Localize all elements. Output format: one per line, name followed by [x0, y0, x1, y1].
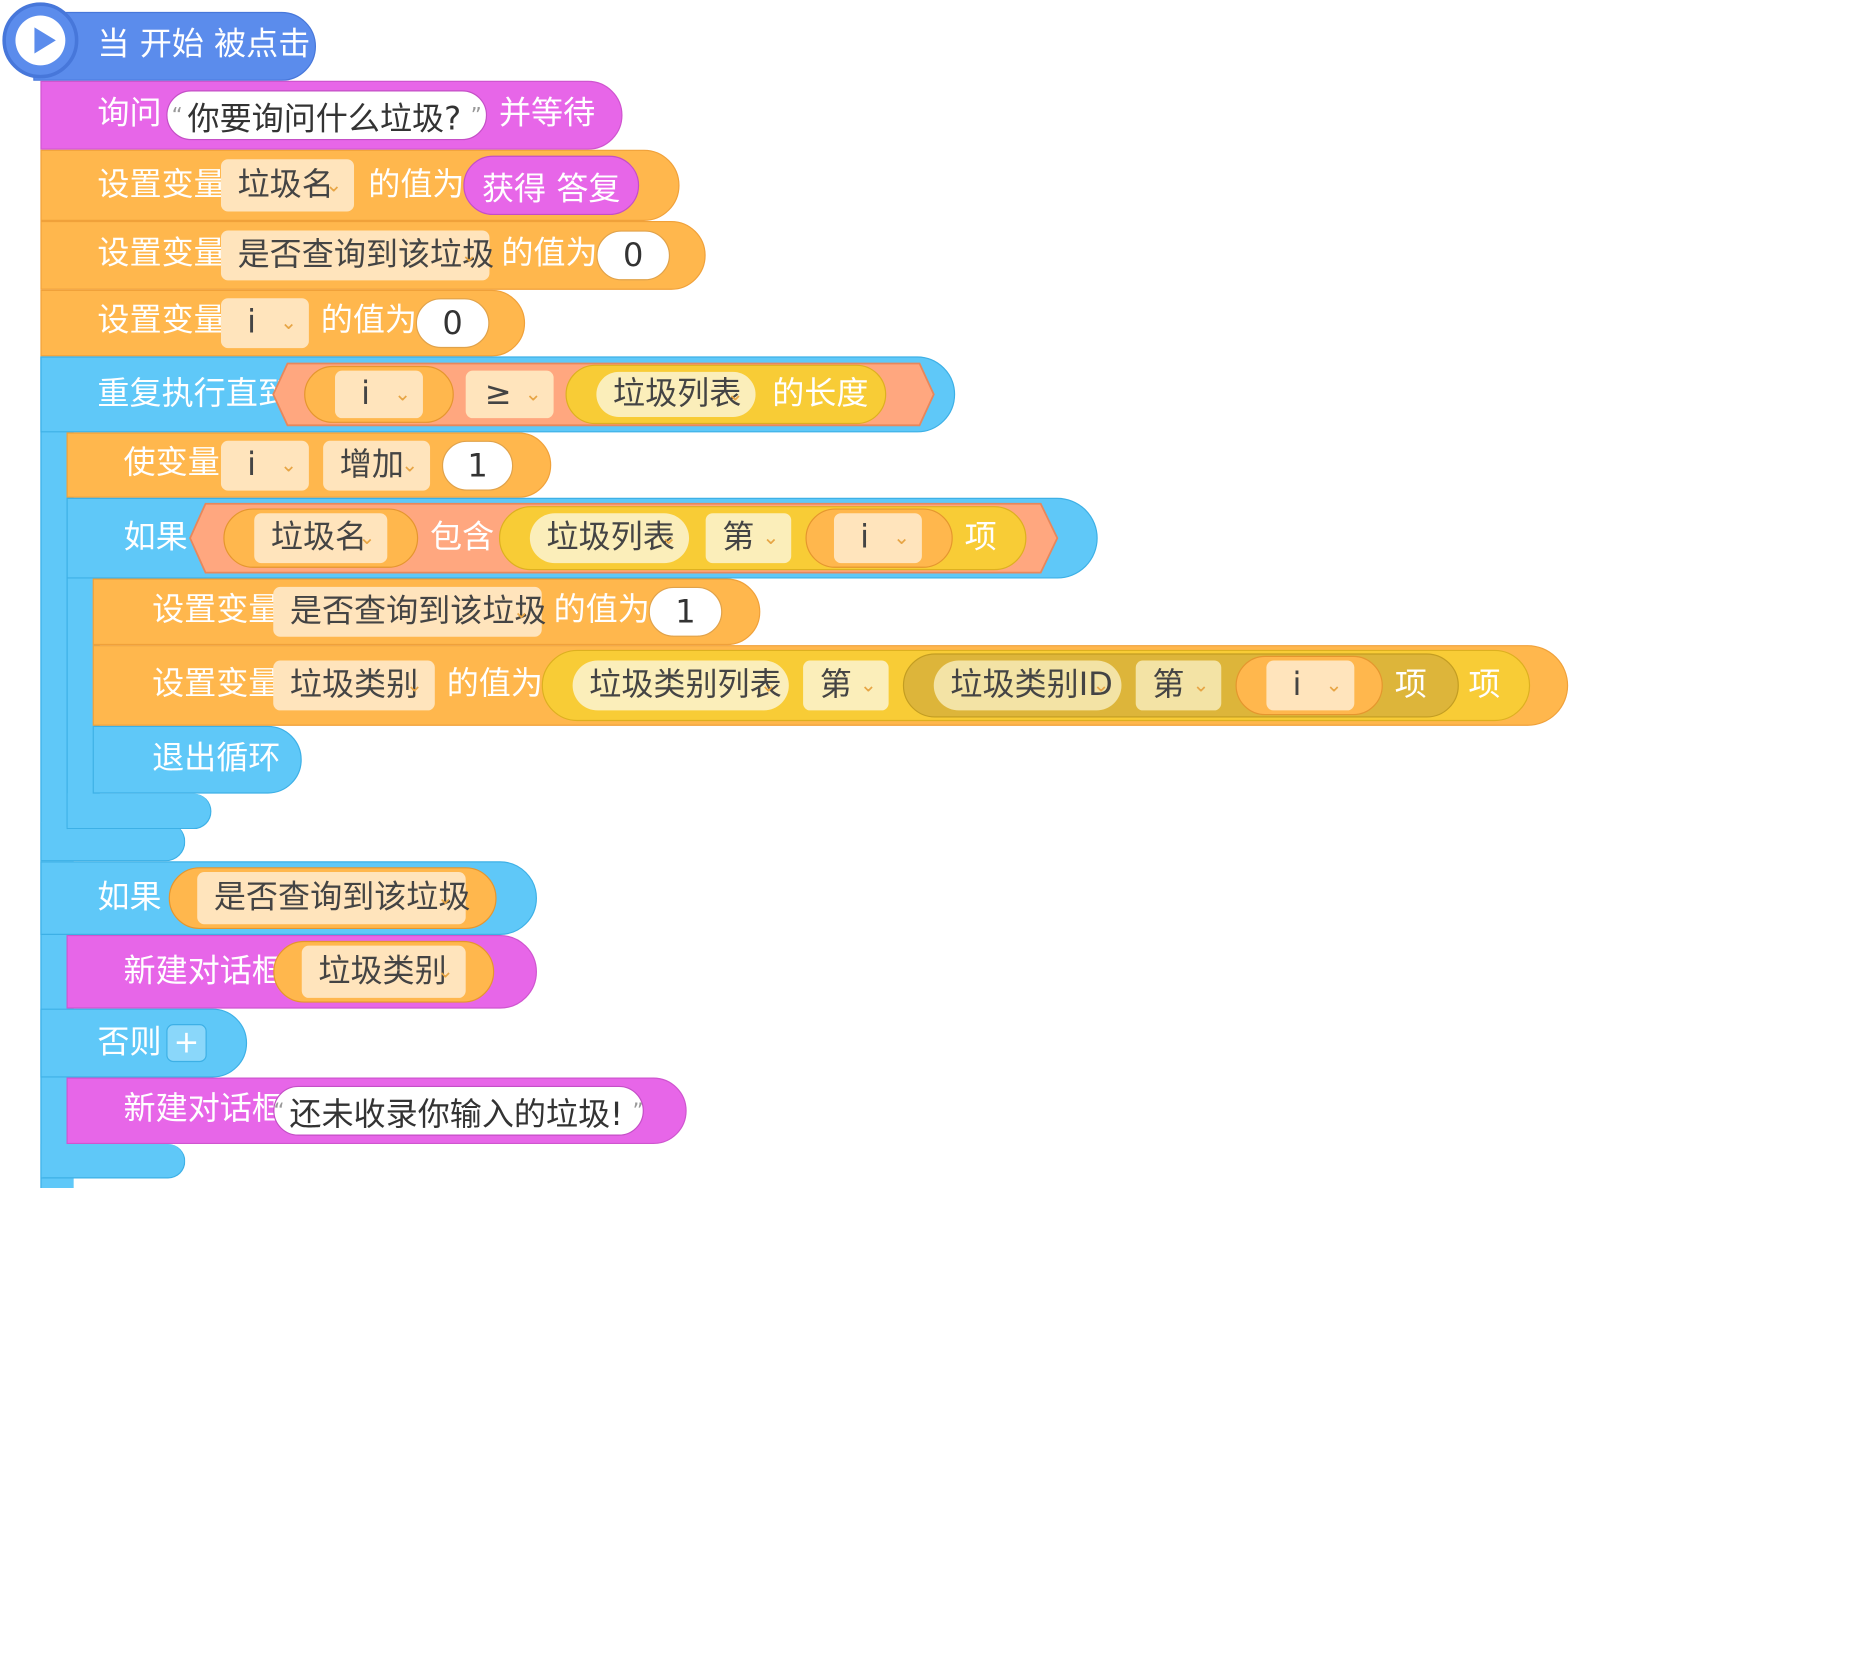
chevron-down-icon: ⌄ [762, 526, 780, 551]
nth-dropdown[interactable]: 第⌄ [1135, 660, 1222, 711]
set-label: 设置变量 [152, 591, 281, 629]
chevron-down-icon: ⌄ [512, 599, 530, 624]
chevron-down-icon: ⌄ [436, 886, 454, 911]
chevron-down-icon: ⌄ [401, 453, 419, 478]
dialog-label: 新建对话框 [123, 1090, 284, 1128]
set-label: 设置变量 [97, 235, 226, 273]
get-answer-reporter[interactable]: 获得 答复 [463, 155, 640, 216]
dialog-label: 新建对话框 [123, 952, 284, 990]
variable-dropdown[interactable]: 是否查询到该垃圾⌄ [220, 230, 494, 281]
nth-dropdown[interactable]: 第⌄ [705, 513, 792, 564]
value-input[interactable]: 1 [648, 586, 723, 637]
contains-label: 包含 [430, 519, 495, 556]
value-input[interactable]: 0 [596, 230, 671, 281]
chevron-down-icon: ⌄ [358, 526, 376, 551]
chevron-down-icon: ⌄ [1192, 673, 1210, 698]
add-else-button[interactable]: + [166, 1024, 207, 1063]
if2-footer [40, 1144, 186, 1179]
chevron-down-icon: ⌄ [1092, 673, 1110, 698]
chevron-down-icon: ⌄ [280, 453, 297, 478]
chevron-down-icon: ⌄ [325, 173, 343, 198]
value-label: 的值为 [320, 301, 417, 339]
else-label: 否则 [97, 1024, 162, 1061]
variable-dropdown[interactable]: i⌄ [220, 440, 309, 491]
dialog-text: 还未收录你输入的垃圾! [289, 1095, 624, 1133]
event-label: 当 开始 被点击 [97, 26, 311, 63]
dialog-text-input[interactable]: “还未收录你输入的垃圾!” [273, 1085, 644, 1136]
variable-dropdown[interactable]: 垃圾类别⌄ [273, 660, 435, 711]
if-label: 如果 [123, 519, 188, 556]
value-input[interactable]: 1 [441, 440, 514, 491]
list-dropdown[interactable]: 垃圾类别列表⌄ [572, 660, 789, 711]
variable-dropdown[interactable]: i⌄ [220, 298, 309, 349]
repeat-label: 重复执行直到 [97, 375, 290, 413]
set-label: 设置变量 [97, 301, 226, 339]
value-label: 的值为 [553, 591, 650, 629]
ask-suffix: 并等待 [498, 95, 596, 132]
play-icon[interactable] [2, 2, 79, 79]
chevron-down-icon: ⌄ [405, 673, 423, 698]
chevron-down-icon: ⌄ [436, 959, 454, 984]
operator-dropdown[interactable]: ≥⌄ [465, 370, 554, 419]
plus-icon: + [173, 1025, 200, 1061]
value-label: 的值为 [501, 235, 598, 273]
ask-label: 询问 [97, 95, 162, 132]
variable-dropdown[interactable]: i⌄ [833, 513, 922, 564]
change-label: 使变量 [123, 444, 220, 482]
question-input[interactable]: “你要询问什么垃圾?” [166, 90, 488, 141]
item-label-inner: 项 [1394, 666, 1427, 704]
if1-footer [66, 793, 212, 830]
variable-dropdown[interactable]: 垃圾名⌄ [220, 159, 355, 212]
value-label: 的值为 [446, 665, 543, 703]
operation-dropdown[interactable]: 增加⌄ [323, 440, 431, 491]
variable-dropdown[interactable]: 垃圾类别⌄ [301, 945, 466, 998]
break-label: 退出循环 [152, 740, 281, 777]
length-label: 的长度 [772, 375, 869, 413]
chevron-down-icon: ⌄ [660, 526, 678, 551]
chevron-down-icon: ⌄ [726, 382, 744, 407]
list-dropdown[interactable]: 垃圾类别ID⌄ [933, 660, 1122, 711]
list-dropdown[interactable]: 垃圾列表⌄ [529, 513, 690, 564]
nth-dropdown[interactable]: 第⌄ [803, 660, 889, 711]
chevron-down-icon: ⌄ [859, 673, 877, 698]
else-row [40, 1008, 248, 1078]
if-label: 如果 [97, 879, 162, 916]
break-loop-block[interactable] [92, 725, 302, 794]
variable-dropdown[interactable]: 是否查询到该垃圾⌄ [273, 586, 546, 637]
chevron-down-icon: ⌄ [1325, 673, 1343, 698]
set-label: 设置变量 [97, 166, 226, 204]
variable-dropdown[interactable]: 垃圾名⌄ [254, 513, 388, 564]
list-dropdown[interactable]: 垃圾列表⌄ [596, 371, 756, 417]
item-label: 项 [964, 519, 997, 556]
chevron-down-icon: ⌄ [280, 311, 297, 336]
question-text: 你要询问什么垃圾? [187, 100, 462, 138]
variable-dropdown[interactable]: i⌄ [335, 370, 423, 419]
chevron-down-icon: ⌄ [893, 526, 911, 551]
value-input[interactable]: 0 [415, 298, 490, 349]
when-start-clicked-block[interactable] [33, 11, 317, 81]
chevron-down-icon: ⌄ [460, 243, 478, 268]
value-label: 的值为 [368, 166, 465, 204]
item-label-outer: 项 [1468, 666, 1501, 704]
chevron-down-icon: ⌄ [524, 382, 542, 407]
variable-dropdown[interactable]: i⌄ [1266, 660, 1355, 711]
chevron-down-icon: ⌄ [760, 673, 777, 698]
variable-dropdown[interactable]: 是否查询到该垃圾⌄ [197, 871, 470, 925]
chevron-down-icon: ⌄ [394, 382, 412, 407]
set-label: 设置变量 [152, 665, 281, 703]
